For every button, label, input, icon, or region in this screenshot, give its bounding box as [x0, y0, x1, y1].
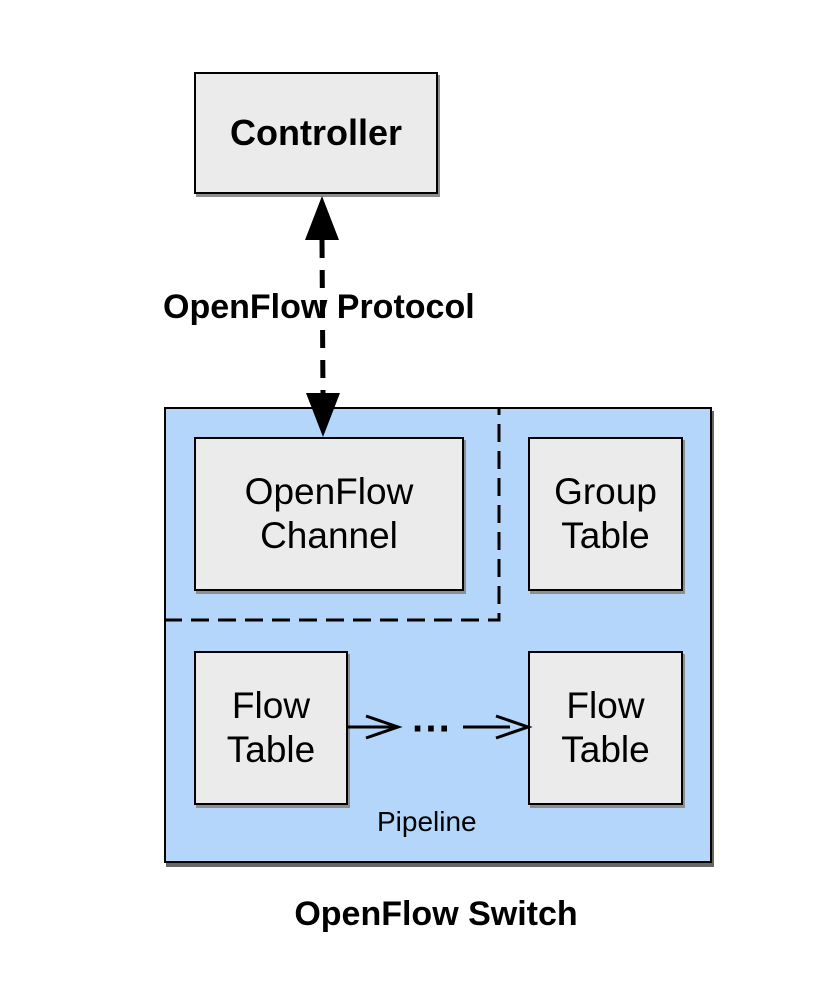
arrowhead-up-icon [305, 196, 339, 240]
openflow-channel-label: OpenFlow Channel [244, 470, 414, 556]
pipeline-label: Pipeline [377, 806, 477, 837]
openflow-channel-box: OpenFlow Channel [194, 437, 464, 591]
openflow-switch-label: OpenFlow Switch [294, 895, 578, 933]
flow-table-first-box: Flow Table [194, 651, 348, 805]
group-table-box: Group Table [528, 437, 683, 591]
flow-table-last-box: Flow Table [528, 651, 683, 805]
controller-box: Controller [194, 72, 438, 194]
group-table-label: Group Table [554, 470, 657, 556]
flow-table-last-label: Flow Table [561, 684, 650, 770]
flow-table-first-label: Flow Table [226, 684, 316, 770]
openflow-protocol-label: OpenFlow Protocol [163, 288, 475, 326]
controller-label: Controller [229, 112, 402, 154]
